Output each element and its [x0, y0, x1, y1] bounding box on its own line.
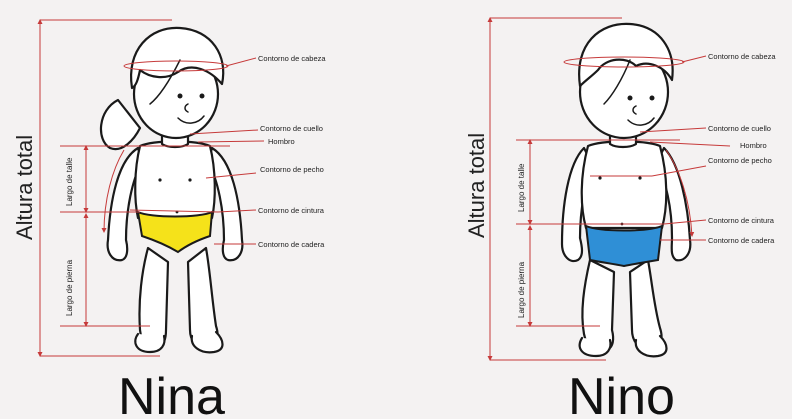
- boy-label-hip: Contorno de cadera: [708, 236, 775, 245]
- girl-label-chest: Contorno de pecho: [260, 165, 324, 174]
- boy-figure: [562, 24, 690, 356]
- girl-label-neck: Contorno de cuello: [260, 124, 323, 133]
- girl-leg-label: Largo de pierna: [65, 259, 74, 316]
- boy-underwear: [586, 226, 662, 266]
- girl-title: Nina: [118, 368, 225, 419]
- girl-figure: [101, 28, 242, 352]
- boy-label-shoulder: Hombro: [740, 141, 767, 150]
- boy-torso-label: Largo de talle: [517, 163, 526, 212]
- boy-title: Nino: [568, 368, 675, 419]
- boy-label-head: Contorno de cabeza: [708, 52, 776, 61]
- girl-label-hip: Contorno de cadera: [258, 240, 325, 249]
- girl-torso-label: Largo de talle: [65, 157, 74, 206]
- girl-label-waist: Contorno de cintura: [258, 206, 325, 215]
- girl-label-head: Contorno de cabeza: [258, 54, 326, 63]
- girl-underwear: [138, 212, 212, 252]
- boy-leg-label: Largo de pierna: [517, 261, 526, 318]
- boy-label-neck: Contorno de cuello: [708, 124, 771, 133]
- boy-label-waist: Contorno de cintura: [708, 216, 775, 225]
- boy-height-label: Altura total: [464, 133, 489, 238]
- girl-height-label: Altura total: [12, 135, 37, 240]
- boy-label-chest: Contorno de pecho: [708, 156, 772, 165]
- girl-label-shoulder: Hombro: [268, 137, 295, 146]
